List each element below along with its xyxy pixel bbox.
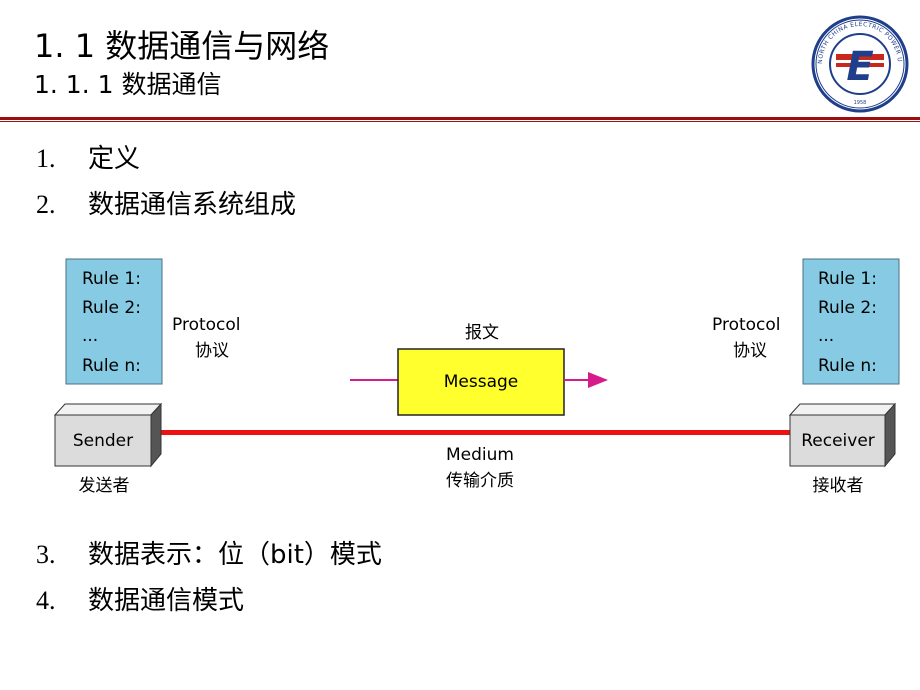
list-item: 1. 定义 [36, 143, 140, 175]
list-item: 4. 数据通信模式 [36, 585, 244, 617]
list-number: 3. [36, 540, 56, 569]
medium-label: Medium [446, 445, 514, 465]
left-protocol-label: Protocol [172, 315, 241, 335]
header-divider-thin [0, 121, 920, 122]
sender-device: Sender [53, 402, 163, 468]
right-rule-ellipsis: ... [818, 326, 834, 346]
list-text: 数据通信模式 [88, 586, 245, 616]
sender-label-zh: 发送者 [79, 476, 130, 496]
list-number: 4. [36, 586, 56, 615]
left-rules-box [65, 258, 163, 385]
left-rule-2: Rule 2: [82, 298, 141, 318]
list-item: 3. 数据表示：位（bit）模式 [36, 539, 382, 571]
right-protocol-zh: 协议 [733, 341, 767, 361]
logo-letter: E [846, 44, 873, 90]
right-protocol-label: Protocol [712, 315, 781, 335]
medium-label-zh: 传输介质 [446, 471, 514, 491]
list-text: 数据通信系统组成 [88, 190, 297, 220]
medium-line [153, 430, 793, 435]
left-rule-n: Rule n: [82, 356, 141, 376]
communication-diagram: Rule 1: Rule 2: ... Rule n: Rule 1: Rule… [53, 258, 900, 496]
page-title: 1. 1 数据通信与网络 [34, 27, 330, 65]
receiver-label: Receiver [801, 431, 875, 451]
right-rule-1: Rule 1: [818, 269, 877, 289]
header-divider [0, 117, 920, 120]
right-rule-2: Rule 2: [818, 298, 877, 318]
list-number: 2. [36, 190, 56, 219]
left-protocol-zh: 协议 [195, 341, 229, 361]
sender-label: Sender [73, 431, 133, 451]
logo-year: 1958 [854, 100, 867, 106]
message-box [397, 348, 565, 416]
right-rule-n: Rule n: [818, 356, 877, 376]
receiver-label-zh: 接收者 [813, 476, 864, 496]
message-label: 报文 [465, 323, 499, 343]
list-text: 定义 [88, 144, 141, 174]
left-rule-1: Rule 1: [82, 269, 141, 289]
page-subtitle: 1. 1. 1 数据通信 [34, 70, 222, 99]
right-rules-box [802, 258, 900, 385]
receiver-device: Receiver [788, 402, 897, 468]
list-item: 2. 数据通信系统组成 [36, 189, 296, 221]
list-text: 数据表示：位（bit）模式 [88, 540, 382, 570]
list-number: 1. [36, 144, 56, 173]
left-rule-ellipsis: ... [82, 326, 98, 346]
university-logo: NORTH CHINA ELECTRIC POWER UNIVERSITY E … [806, 14, 909, 113]
message-text: Message [444, 372, 519, 392]
